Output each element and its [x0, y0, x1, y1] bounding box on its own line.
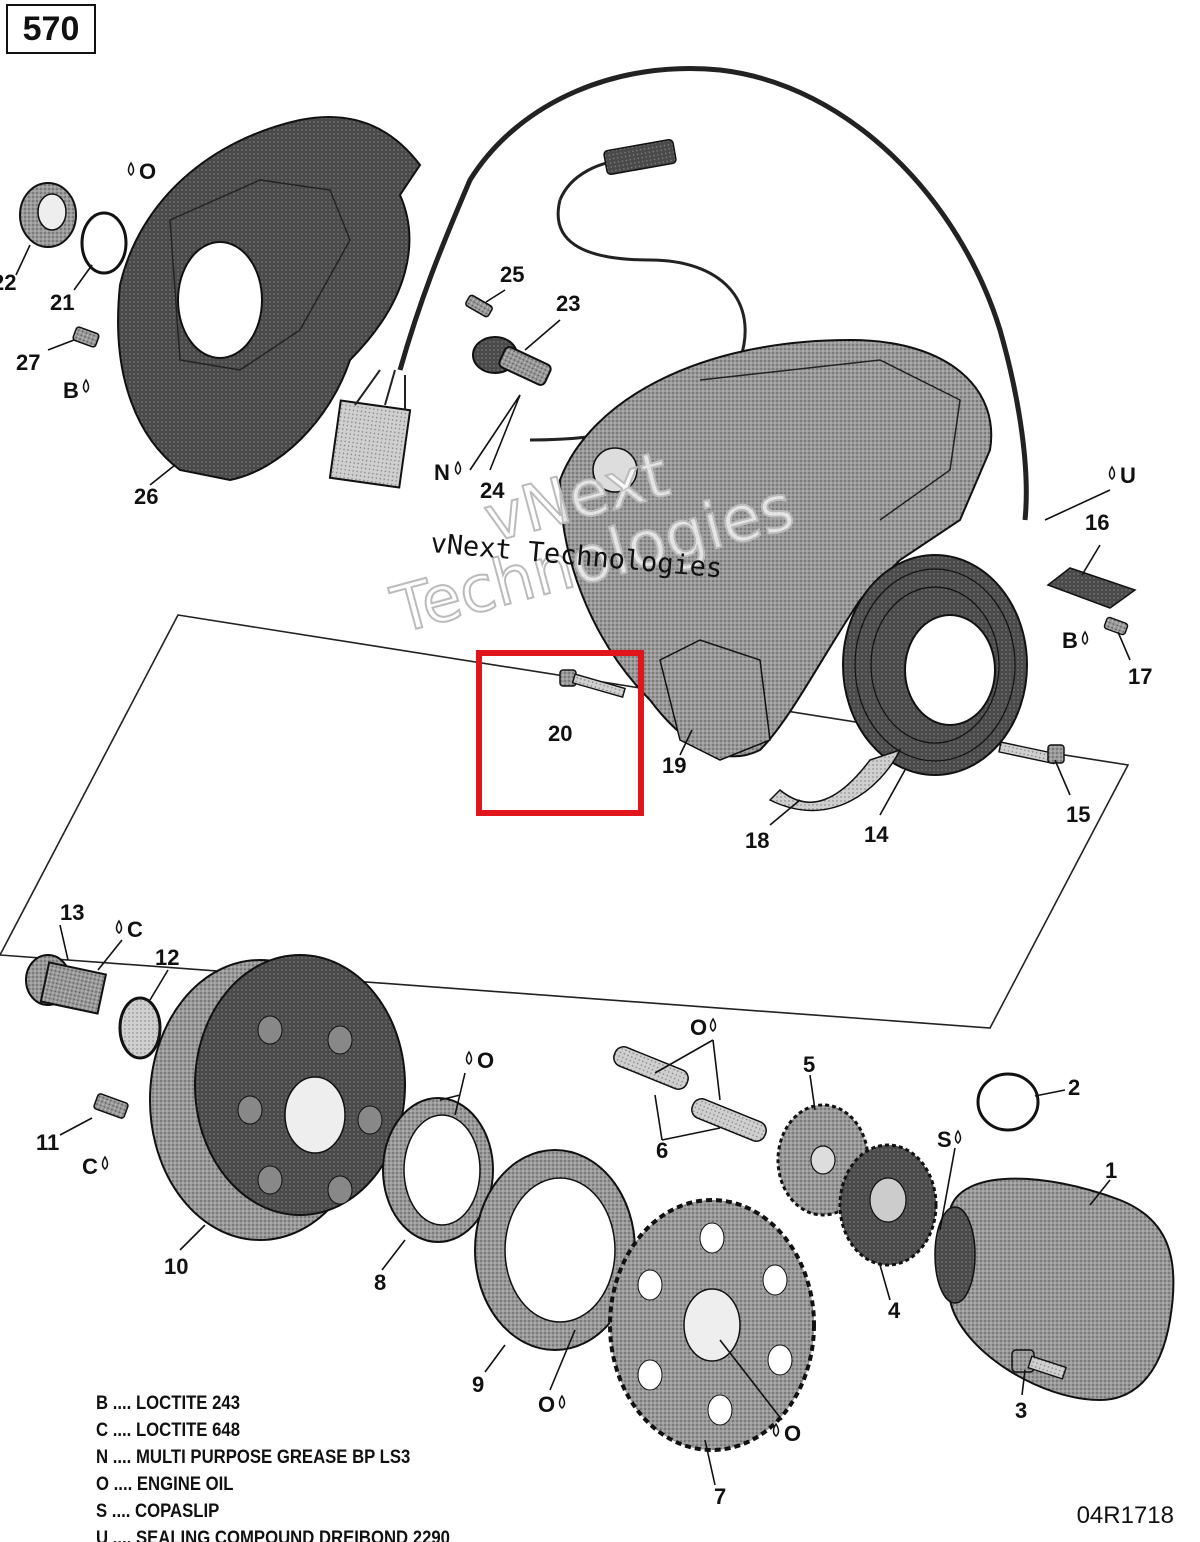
svg-text:U: U	[1120, 463, 1136, 488]
legend-row-u: U .... SEALING COMPOUND DREIBOND 2290	[96, 1528, 450, 1542]
lube-callout-o-6: O	[690, 1015, 717, 1040]
part-label-19[interactable]: 19	[662, 753, 686, 778]
part-label-18[interactable]: 18	[745, 828, 769, 853]
svg-text:B: B	[63, 378, 79, 403]
part-label-8[interactable]: 8	[374, 1270, 386, 1295]
lube-callout-b-17: B	[1062, 628, 1089, 653]
part-26-cover	[117, 116, 422, 482]
harness-connector-plug	[328, 369, 412, 489]
part-12-washer	[118, 996, 162, 1060]
lube-callout-o-8: O	[465, 1048, 494, 1073]
part-15-bolt	[998, 741, 1065, 765]
part-label-20[interactable]: 20	[548, 721, 572, 746]
part-11-screw	[93, 1093, 129, 1119]
part-label-23[interactable]: 23	[556, 291, 580, 316]
svg-text:S: S	[937, 1127, 952, 1152]
legend-row-c: C .... LOCTITE 648	[96, 1420, 241, 1441]
leader-lines	[15, 244, 1131, 1486]
part-3-bolt	[1011, 1349, 1067, 1380]
part-label-24[interactable]: 24	[480, 478, 505, 503]
part-label-11[interactable]: 11	[36, 1130, 59, 1155]
svg-text:O: O	[139, 159, 156, 184]
magneto-housing	[558, 338, 993, 758]
svg-text:C: C	[127, 917, 143, 942]
part-21-o-ring	[80, 211, 128, 275]
part-label-26[interactable]: 26	[134, 484, 158, 509]
lube-callout-o-9: O	[538, 1392, 566, 1417]
part-label-9[interactable]: 9	[472, 1372, 484, 1397]
lube-callout-o-21: O	[127, 159, 156, 184]
part-label-25[interactable]: 25	[500, 262, 524, 287]
part-label-14[interactable]: 14	[864, 822, 889, 847]
part-10-flywheel	[149, 954, 406, 1241]
svg-text:O: O	[784, 1421, 801, 1446]
part-label-4[interactable]: 4	[888, 1298, 901, 1323]
part-2-o-ring	[976, 1072, 1040, 1132]
svg-text:B: B	[1062, 628, 1078, 653]
lube-callout-n-24: N	[434, 460, 462, 485]
legend-row-n: N .... MULTI PURPOSE GREASE BP LS3	[96, 1447, 411, 1468]
part-20-bolt	[559, 669, 626, 699]
part-label-6[interactable]: 6	[656, 1138, 668, 1163]
part-label-15[interactable]: 15	[1066, 802, 1090, 827]
part-label-3[interactable]: 3	[1015, 1398, 1027, 1423]
page-number-box: 570	[6, 4, 96, 54]
reference-code: 04R1718	[1076, 1502, 1174, 1529]
lubricant-callouts: O O O O O B B	[63, 159, 1136, 1446]
part-7-gear	[608, 1198, 816, 1452]
part-14-stator	[842, 554, 1028, 776]
part-19-plate	[659, 639, 771, 761]
part-label-2[interactable]: 2	[1068, 1075, 1080, 1100]
part-6-pins	[613, 1046, 767, 1142]
part-label-10[interactable]: 10	[164, 1254, 188, 1279]
part-label-16[interactable]: 16	[1085, 510, 1109, 535]
harness-connector-top	[603, 138, 677, 176]
svg-text:O: O	[538, 1392, 555, 1417]
lube-callout-s-1: S	[937, 1127, 962, 1152]
part-9-plate	[474, 1149, 636, 1351]
part-label-22[interactable]: 22	[0, 270, 16, 295]
lube-callout-c-13: C	[115, 917, 143, 942]
explode-frame	[0, 614, 1130, 1029]
part-8-seal	[382, 1097, 494, 1243]
part-label-12[interactable]: 12	[155, 945, 179, 970]
legend-row-s: S .... COPASLIP	[96, 1501, 220, 1522]
part-label-1[interactable]: 1	[1105, 1158, 1117, 1183]
part-label-5[interactable]: 5	[803, 1052, 815, 1077]
lubricant-legend: B .... LOCTITE 243 C .... LOCTITE 648 N …	[96, 1390, 450, 1542]
svg-text:N: N	[434, 460, 450, 485]
part-13-bolt	[25, 954, 108, 1015]
legend-row-b: B .... LOCTITE 243	[96, 1393, 241, 1414]
svg-text:C: C	[82, 1154, 98, 1179]
highlighted-part-20-box[interactable]	[476, 650, 644, 816]
part-16-bracket	[1046, 567, 1137, 609]
part-4-gear	[838, 1143, 938, 1267]
lube-callout-o-7: O	[772, 1421, 801, 1446]
part-18-gasket	[768, 748, 902, 812]
part-25-screw	[465, 294, 493, 318]
part-17-bolt	[1103, 616, 1129, 636]
svg-text:O: O	[477, 1048, 494, 1073]
svg-text:O: O	[690, 1015, 707, 1040]
lube-callout-u-16: U	[1108, 463, 1136, 488]
part-label-17[interactable]: 17	[1128, 664, 1152, 689]
lube-callout-b-27: B	[63, 378, 90, 403]
part-label-7[interactable]: 7	[714, 1484, 726, 1509]
part-label-21[interactable]: 21	[50, 290, 74, 315]
part-23-sensor	[472, 336, 552, 386]
lube-callout-c-11: C	[82, 1154, 109, 1179]
legend-row-o: O .... ENGINE OIL	[96, 1474, 234, 1495]
part-label-13[interactable]: 13	[60, 900, 84, 925]
part-22-seal	[19, 182, 77, 248]
part-number-labels: 1 2 3 4 5 6 7 8 9 10 11 12 13 14 15 16 1…	[0, 262, 1152, 1509]
part-1-starter-motor	[934, 1177, 1175, 1402]
part-label-27[interactable]: 27	[16, 350, 40, 375]
part-27-bolt	[72, 326, 100, 348]
